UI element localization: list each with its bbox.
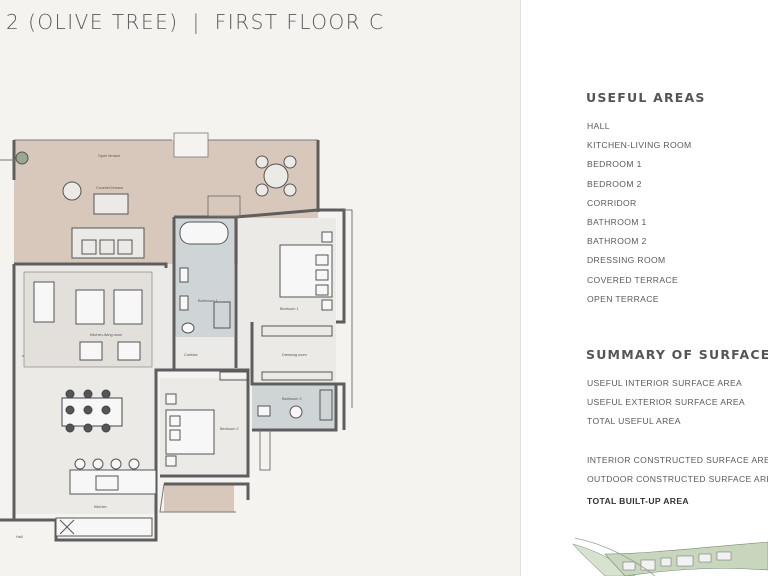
label-bedroom-1: Bedroom 1 — [280, 307, 299, 311]
label-bathroom-2: Bathroom 2 — [282, 397, 302, 401]
terrace-furniture — [15, 151, 297, 259]
summary-item: INTERIOR CONSTRUCTED SURFACE AREA — [587, 454, 768, 465]
label-covered-terrace: Covered terrace — [96, 186, 123, 190]
title-separator: | — [192, 10, 201, 34]
label-bathroom-1: Bathroom 1 — [198, 299, 218, 303]
summary-heading: SUMMARY OF SURFACES — [586, 347, 768, 362]
bedroom-1-bed — [279, 231, 333, 311]
total-built-up-area: TOTAL BUILT-UP AREA — [587, 495, 689, 506]
floor-plan-drawing: Open terrace Covered terrace Bathroom 1 … — [0, 132, 353, 542]
label-kitchen-living-room: Kitchen-living room — [90, 333, 122, 337]
kitchen-furniture — [55, 458, 157, 537]
useful-area-item: HALL — [587, 121, 610, 131]
useful-area-item: BEDROOM 1 — [587, 159, 642, 170]
summary-item: OUTDOOR CONSTRUCTED SURFACE AREA — [587, 473, 768, 484]
summary-list: USEFUL INTERIOR SURFACE AREA USEFUL EXTE… — [587, 378, 768, 515]
terrace-planter — [173, 132, 209, 158]
living-furniture — [33, 281, 143, 361]
label-bedroom-2: Bedroom 2 — [220, 427, 239, 431]
site-location-map — [572, 537, 768, 576]
title-floor-name: FIRST FLOOR C — [214, 10, 385, 34]
summary-item: USEFUL EXTERIOR SURFACE AREA — [587, 397, 745, 408]
walls — [0, 140, 346, 542]
panel-divider — [520, 0, 521, 576]
useful-area-item: OPEN TERRACE — [587, 293, 659, 304]
useful-area-item: CORRIDOR — [587, 197, 637, 208]
floorplan-panel: 2 (OLIVE TREE) | FIRST FLOOR C — [0, 0, 521, 576]
label-dressing-room: Dressing room — [282, 353, 307, 357]
dining-set — [61, 389, 123, 433]
useful-area-item: KITCHEN-LIVING ROOM — [587, 140, 692, 151]
useful-area-item: BEDROOM 2 — [587, 178, 642, 189]
label-hall: Hall — [16, 535, 23, 539]
useful-areas-list: HALL KITCHEN-LIVING ROOM BEDROOM 1 BEDRO… — [587, 121, 692, 313]
summary-item: TOTAL USEFUL AREA — [587, 416, 681, 427]
label-kitchen: Kitchen — [94, 505, 107, 509]
page-title: 2 (OLIVE TREE) | FIRST FLOOR C — [6, 10, 385, 34]
title-unit-name: 2 (OLIVE TREE) — [6, 10, 179, 34]
label-corridor: Corridor — [184, 353, 198, 357]
dressing-room-floor — [252, 322, 336, 384]
useful-area-item: COVERED TERRACE — [587, 274, 679, 285]
summary-item: USEFUL INTERIOR SURFACE AREA — [587, 378, 743, 388]
label-open-terrace: Open terrace — [98, 154, 120, 158]
useful-area-item: BATHROOM 1 — [587, 216, 647, 227]
thin-walls — [0, 139, 353, 513]
dressing-rails — [219, 325, 333, 381]
useful-areas-heading: USEFUL AREAS — [586, 90, 706, 105]
bathroom-2-fixtures — [257, 389, 333, 421]
useful-area-item: DRESSING ROOM — [587, 255, 666, 266]
bedroom-2-bed — [165, 393, 215, 467]
useful-area-item: BATHROOM 2 — [587, 236, 647, 247]
small-terrace-floor — [164, 484, 234, 512]
bathroom-1-fixtures — [179, 221, 231, 334]
